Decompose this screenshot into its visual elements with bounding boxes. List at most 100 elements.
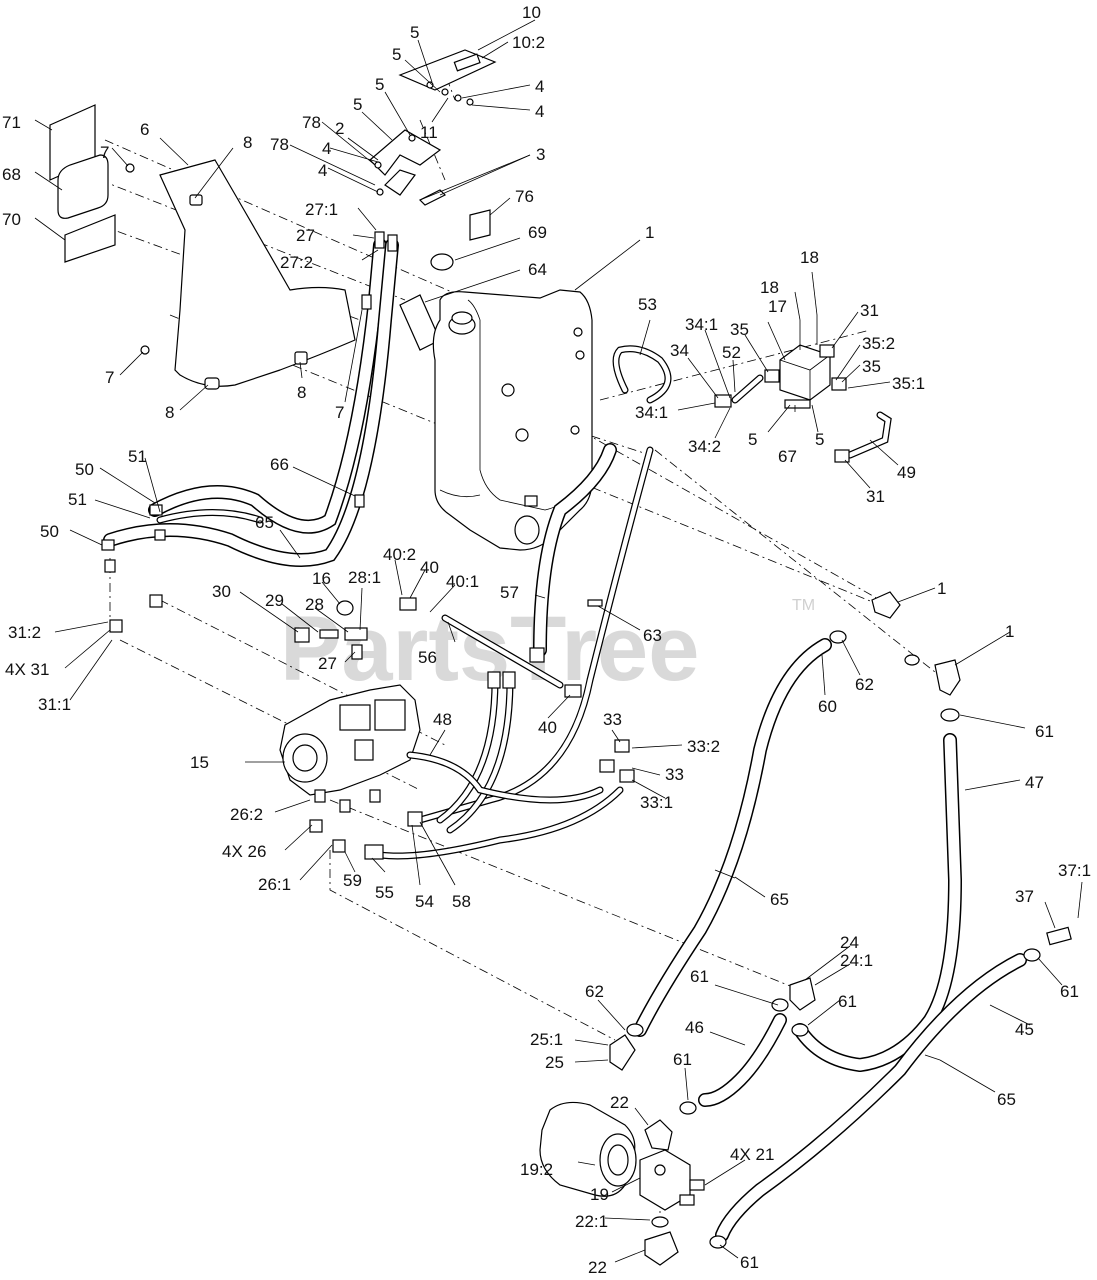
callout-1: 1 (1005, 622, 1014, 641)
fitting-37 (1046, 926, 1072, 946)
tank-boss (570, 425, 580, 435)
callout-40: 40 (420, 558, 439, 577)
callout-62: 62 (585, 982, 604, 1001)
grommet-8 (189, 194, 203, 206)
callout-5: 5 (410, 23, 419, 42)
fitting (361, 294, 372, 310)
callout-6: 6 (140, 120, 149, 139)
tube-49 (847, 412, 891, 458)
tank-fitting (524, 495, 538, 507)
callout-11: 11 (420, 123, 438, 142)
callout-7: 7 (100, 143, 109, 162)
callout-61: 61 (1060, 982, 1079, 1001)
callout-27: 27 (296, 226, 315, 245)
callout-61: 61 (673, 1050, 692, 1069)
callout-17: 17 (768, 297, 787, 316)
callout-30: 30 (212, 582, 231, 601)
clamp-61 (940, 708, 960, 722)
callout-35: 35 (730, 320, 749, 339)
pump-shaft (292, 744, 318, 772)
tank-cap-top (451, 311, 473, 325)
callout-19-2: 19:2 (520, 1160, 553, 1179)
callout-37-1: 37:1 (1058, 861, 1091, 880)
decal-10-2 (453, 53, 481, 72)
callout-50: 50 (40, 522, 59, 541)
nut-4 (376, 188, 384, 196)
callout-59: 59 (343, 871, 362, 890)
callout-25: 25 (545, 1053, 564, 1072)
clamp-62 (626, 1023, 644, 1037)
callout-7: 7 (335, 403, 344, 422)
callout-1: 1 (645, 223, 654, 242)
callout-70: 70 (2, 210, 21, 229)
callout-34-2: 34:2 (688, 437, 721, 456)
callout-31-2: 31:2 (8, 623, 41, 642)
callout-5: 5 (375, 75, 384, 94)
callout-27: 27 (318, 654, 337, 673)
alignment-line (499, 384, 881, 601)
hose-47 (794, 734, 961, 1071)
elbow-31 (109, 619, 123, 633)
elbow-22 (644, 1119, 673, 1151)
callout-50: 50 (75, 460, 94, 479)
callout-5: 5 (353, 95, 362, 114)
callout-16: 16 (312, 569, 331, 588)
hose-50 (157, 510, 263, 523)
bracket-67 (784, 399, 811, 409)
callout-55: 55 (375, 883, 394, 902)
tank-boss (575, 350, 585, 360)
fitting-21 (679, 1194, 695, 1206)
grommet-8 (204, 377, 220, 390)
fitting-27 (387, 234, 398, 252)
callout-48: 48 (433, 710, 452, 729)
tank-port (501, 383, 515, 397)
callout-1: 1 (937, 579, 946, 598)
callout-65: 65 (255, 513, 274, 532)
callout-5: 5 (392, 45, 401, 64)
callout-51: 51 (128, 447, 147, 466)
tube-48 (407, 752, 603, 803)
tee-28 (344, 627, 368, 641)
nut-4 (466, 98, 474, 106)
alignment-line (329, 799, 801, 991)
tank-port (515, 428, 529, 442)
hose-end (101, 539, 115, 551)
hose-end (502, 671, 516, 689)
callout-67: 67 (778, 447, 797, 466)
grommet-8 (294, 351, 308, 365)
callout-4: 4 (535, 102, 544, 121)
callout-4x-26: 4X 26 (222, 842, 266, 861)
callout-69: 69 (528, 223, 547, 242)
tube-52 (732, 375, 763, 403)
manifold-port (654, 1164, 666, 1176)
fitting-66 (354, 494, 365, 508)
callout-62: 62 (855, 675, 874, 694)
callout-26-2: 26:2 (230, 805, 263, 824)
callout-10-2: 10:2 (512, 33, 545, 52)
alignment-line (599, 329, 871, 401)
callout-7: 7 (105, 368, 114, 387)
callout-64: 64 (528, 260, 547, 279)
screw-5 (408, 134, 416, 142)
hose-45 (716, 954, 1026, 1241)
callout-45: 45 (1015, 1020, 1034, 1039)
hose-60 (634, 639, 831, 1036)
callout-18: 18 (800, 248, 819, 267)
tank-edge (439, 489, 481, 498)
callout-54: 54 (415, 892, 434, 911)
callout-31: 31 (866, 487, 885, 506)
callout-18: 18 (760, 278, 779, 297)
callout-34-1: 34:1 (685, 315, 718, 334)
fitting-33 (599, 759, 615, 773)
callout-51: 51 (68, 490, 87, 509)
decal-70 (64, 214, 116, 263)
clamp-61 (679, 1101, 697, 1115)
alignment-line (654, 449, 946, 681)
hose-end (149, 504, 163, 516)
callout-34: 34 (670, 341, 689, 360)
hose-end (487, 671, 501, 689)
screw-5 (426, 81, 434, 89)
callout-61: 61 (740, 1253, 759, 1272)
elbow-1 (871, 591, 901, 619)
callout-68: 68 (2, 165, 21, 184)
